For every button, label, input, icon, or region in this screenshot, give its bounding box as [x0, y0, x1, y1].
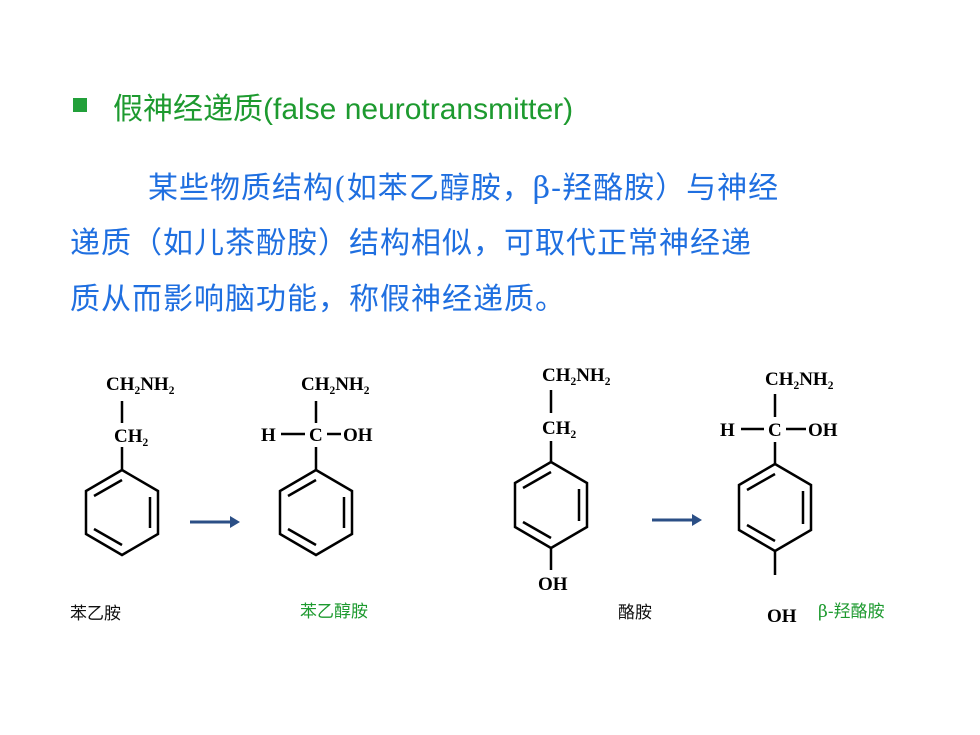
caption-phenylethanolamine: 苯乙醇胺 — [300, 602, 368, 622]
s1-ch2nh2-label: CH₂NH₂ — [106, 374, 175, 395]
structure-phenylethylamine — [84, 401, 160, 557]
s3-ch2nh2-label: CH₂NH₂ — [542, 365, 611, 386]
structure-phenylethanolamine — [278, 401, 354, 557]
reaction-arrow-1-icon — [190, 516, 240, 528]
s2-h-label: H — [261, 425, 276, 446]
s2-ch2nh2-label: CH₂NH₂ — [301, 374, 370, 395]
paragraph-line-1: 某些物质结构(如苯乙醇胺，β-羟酪胺）与神经 — [148, 171, 780, 206]
structure-tyramine — [513, 390, 589, 570]
s4-oh-label: OH — [808, 420, 838, 441]
structure-octopamine — [737, 394, 813, 575]
s4-c-label: C — [768, 420, 782, 441]
caption-tyramine: 酪胺 — [618, 603, 652, 623]
caption-octopamine: β-羟酪胺 — [818, 602, 885, 622]
s2-c-label: C — [309, 425, 323, 446]
s3-oh-label: OH — [538, 574, 568, 595]
heading-en: (false neurotransmitter) — [263, 93, 574, 126]
s1-ch2-label: CH₂ — [114, 426, 149, 447]
s3-ch2-label: CH₂ — [542, 418, 577, 439]
slide-heading: 假神经递质(false neurotransmitter) — [113, 84, 573, 128]
s4-h-label: H — [720, 420, 735, 441]
reaction-arrow-2-icon — [652, 514, 702, 526]
caption-phenylethylamine: 苯乙胺 — [70, 604, 121, 624]
s4-ch2nh2-label: CH₂NH₂ — [765, 369, 834, 390]
paragraph-line-3: 质从而影响脑功能，称假神经递质。 — [70, 282, 566, 317]
bullet-square-icon — [73, 98, 87, 112]
s2-oh-label: OH — [343, 425, 373, 446]
heading-cn: 假神经递质 — [113, 92, 263, 127]
s4-oh-bottom-label: OH — [767, 606, 797, 627]
paragraph-line-2: 递质（如儿茶酚胺）结构相似，可取代正常神经递 — [70, 226, 752, 261]
